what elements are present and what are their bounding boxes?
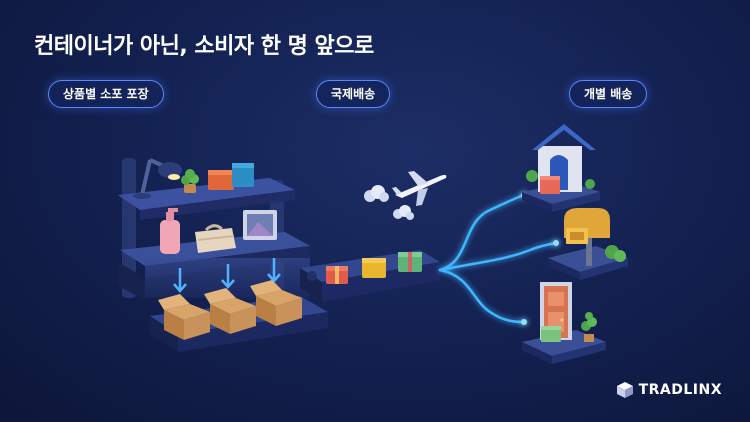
door-icon — [522, 282, 606, 364]
step-label-international-shipping: 국제배송 — [316, 80, 391, 108]
airplane-icon — [364, 171, 447, 220]
conveyor-parcels — [326, 252, 422, 284]
brand-logo: TRADLINX — [616, 382, 722, 398]
product-items — [160, 208, 277, 254]
house-icon — [522, 124, 600, 212]
step-label-packaging: 상품별 소포 포장 — [48, 80, 164, 108]
down-arrow-icons — [173, 258, 281, 293]
stock-boxes — [208, 163, 254, 190]
page-title: 컨테이너가 아닌, 소비자 한 명 앞으로 — [34, 34, 374, 59]
brand-name: TRADLINX — [638, 382, 722, 398]
step-label-individual-delivery: 개별 배송 — [569, 80, 648, 108]
plant-icon — [181, 169, 199, 193]
tradlinx-logo-icon — [616, 382, 633, 398]
packed-boxes — [158, 280, 302, 340]
mailbox-icon — [548, 208, 628, 280]
desk-lamp-icon — [133, 158, 182, 199]
delivery-routes — [438, 193, 558, 324]
